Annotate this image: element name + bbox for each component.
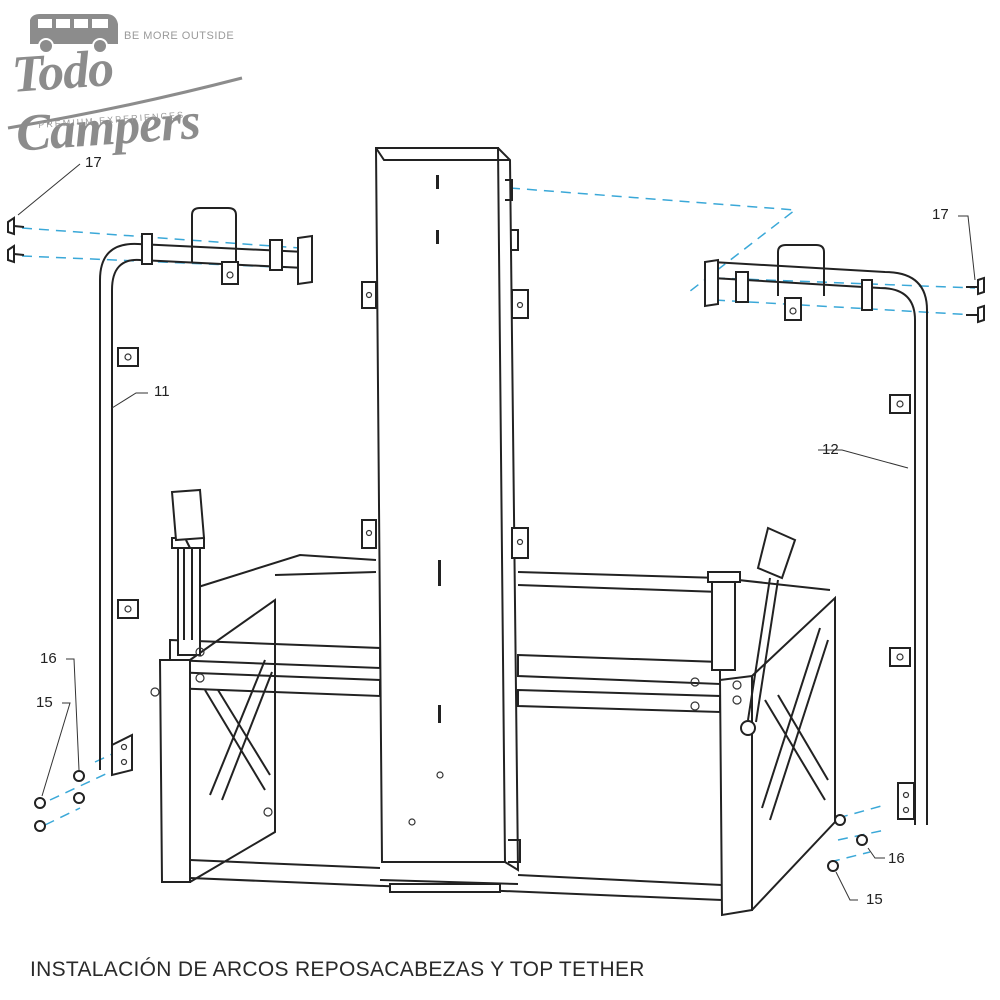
logo-tagline: BE MORE OUTSIDE (124, 30, 235, 42)
leader-lines (17, 163, 976, 901)
callout-15-left: 15 (36, 694, 53, 711)
seat-base-frame (150, 537, 836, 917)
callout-16-right: 16 (888, 850, 905, 867)
headrest-arch-left (99, 207, 313, 777)
logo-swoosh (7, 76, 243, 130)
seatbelt-buckle-right (740, 526, 797, 736)
brand-logo: BE MORE OUTSIDE Todo Campers PREMIUM EXP… (6, 8, 256, 163)
diagram-caption: INSTALACIÓN DE ARCOS REPOSACABEZAS Y TOP… (30, 958, 645, 981)
seatbelt-buckle-left (170, 488, 206, 640)
callout-12: 12 (822, 441, 839, 458)
central-column (361, 147, 529, 872)
hardware-15-16-right (827, 814, 868, 872)
van-icon (30, 14, 118, 54)
callout-17-right: 17 (932, 206, 949, 223)
callout-15-right: 15 (866, 891, 883, 908)
callout-16-left: 16 (40, 650, 57, 667)
hardware-15-16-left (34, 770, 85, 832)
callout-11: 11 (154, 383, 170, 400)
screw-17-right (966, 276, 985, 324)
headrest-arch-right (704, 244, 928, 825)
callout-17-left: 17 (85, 154, 102, 171)
screw-17-left (7, 216, 25, 264)
